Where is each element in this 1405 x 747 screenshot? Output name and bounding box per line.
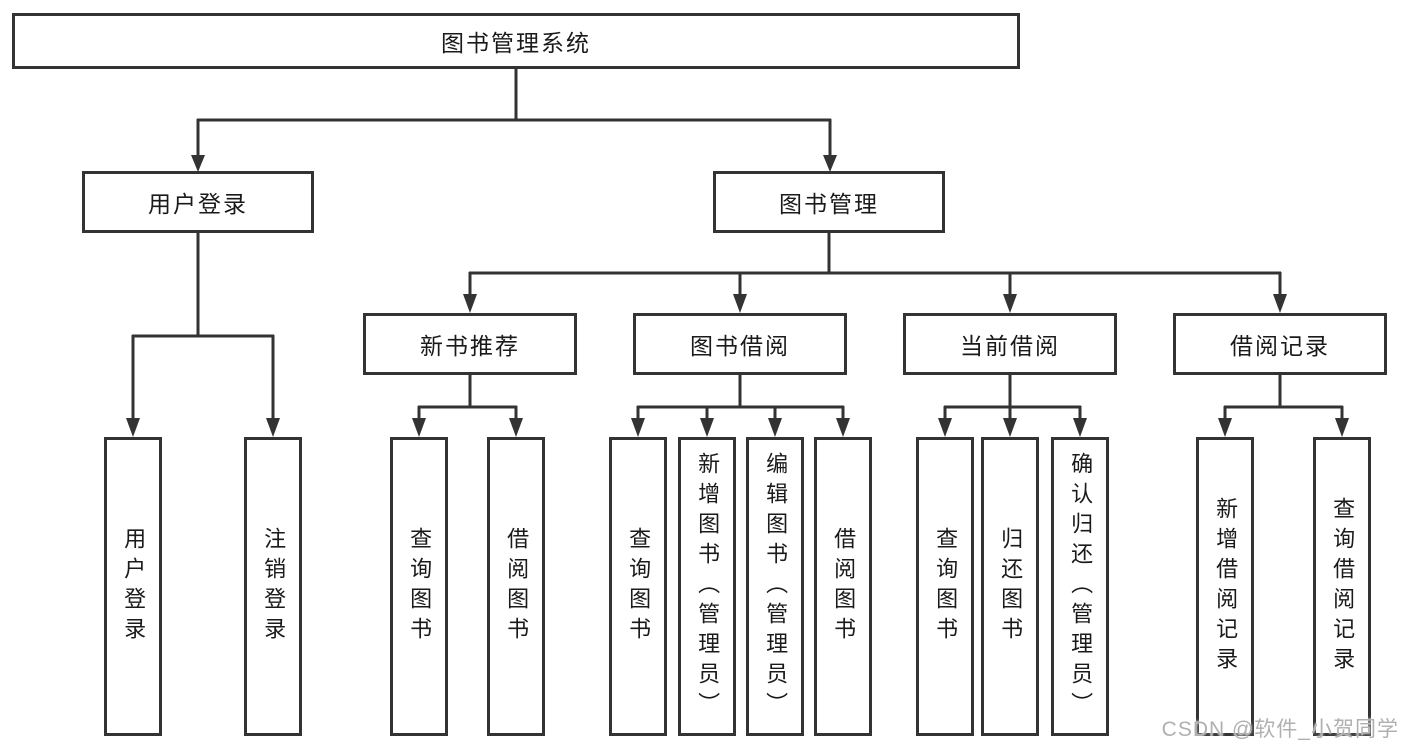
node-label: 图书管理: [779, 191, 879, 217]
node-new-book-recommend: 新书推荐: [363, 313, 577, 375]
connector-current-borrow-to-leaves: [938, 375, 1087, 437]
node-label: 当前借阅: [960, 333, 1060, 359]
node-label: 借阅记录: [1230, 333, 1330, 359]
leaf-bb-borrow-books: 借阅图书: [814, 437, 872, 736]
node-current-borrow: 当前借阅: [903, 313, 1117, 375]
connector-root-to-level2: [191, 68, 837, 172]
node-label: 查询图书: [933, 526, 959, 647]
leaf-cb-confirm-return-admin: 确认归还（管理员）: [1051, 437, 1109, 736]
leaf-br-query-record: 查询借阅记录: [1313, 437, 1371, 736]
node-borrow-records: 借阅记录: [1173, 313, 1387, 375]
node-label: 归还图书: [998, 526, 1024, 647]
leaf-nb-query-books: 查询图书: [390, 437, 448, 736]
node-label: 借阅图书: [504, 526, 530, 647]
node-label: 查询图书: [626, 526, 652, 647]
node-label: 查询图书: [407, 526, 433, 647]
leaf-br-add-record: 新增借阅记录: [1196, 437, 1254, 736]
node-label: 新增图书（管理员）: [695, 451, 721, 722]
node-label: 图书管理系统: [441, 30, 591, 56]
leaf-bb-query-books: 查询图书: [609, 437, 667, 736]
node-label: 确认归还（管理员）: [1068, 451, 1094, 722]
csdn-watermark: CSDN @软件_小贺同学: [1161, 718, 1399, 741]
node-book-management: 图书管理: [713, 171, 945, 233]
node-label: 新书推荐: [420, 333, 520, 359]
node-label: 用户登录: [148, 191, 248, 217]
node-label: 图书借阅: [690, 333, 790, 359]
connector-book-mgmt-to-level3: [463, 233, 1287, 313]
leaf-logout: 注销登录: [244, 437, 302, 736]
connector-user-login-to-leaves: [126, 233, 280, 437]
node-label: 新增借阅记录: [1213, 496, 1239, 677]
leaf-bb-add-books-admin: 新增图书（管理员）: [678, 437, 736, 736]
node-label: 借阅图书: [831, 526, 857, 647]
node-label: 查询借阅记录: [1330, 496, 1356, 677]
connector-borrow-records-to-leaves: [1218, 375, 1349, 437]
connector-new-books-to-leaves: [412, 375, 523, 437]
leaf-nb-borrow-books: 借阅图书: [487, 437, 545, 736]
leaf-bb-edit-books-admin: 编辑图书（管理员）: [746, 437, 804, 736]
node-label: 用户登录: [121, 526, 147, 647]
node-root-system: 图书管理系统: [12, 13, 1020, 69]
node-label: 编辑图书（管理员）: [763, 451, 789, 722]
leaf-cb-query-books: 查询图书: [916, 437, 974, 736]
node-label: 注销登录: [261, 526, 287, 647]
connector-book-borrow-to-leaves: [631, 375, 850, 437]
leaf-cb-return-books: 归还图书: [981, 437, 1039, 736]
node-book-borrow: 图书借阅: [633, 313, 847, 375]
leaf-user-login: 用户登录: [104, 437, 162, 736]
node-user-login: 用户登录: [82, 171, 314, 233]
